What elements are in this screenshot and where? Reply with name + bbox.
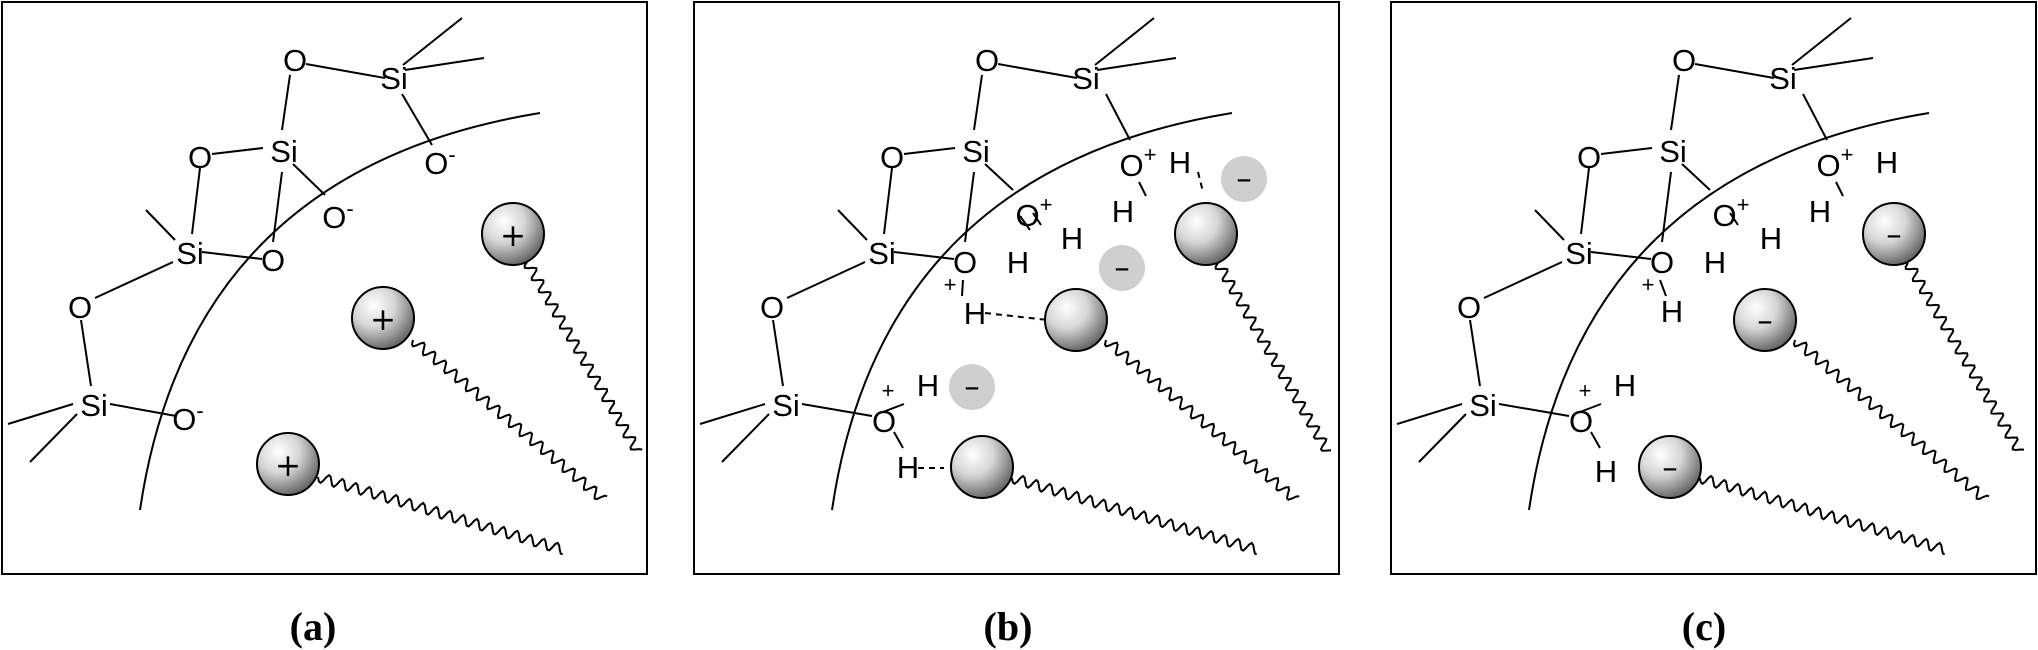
oxonium-oxygen: O <box>953 245 977 280</box>
plus-sign: + <box>370 302 396 338</box>
zwitterionic-head-group <box>950 435 1014 499</box>
panel-c-frame <box>1390 1 2037 575</box>
silicon-atom: Si <box>962 134 990 169</box>
counter-ion <box>1099 245 1145 291</box>
surfactant-tail <box>1103 339 1300 501</box>
oxygen-atom: O <box>1672 43 1696 78</box>
silicon-atom: Si <box>176 236 204 271</box>
plus-charge: + <box>882 378 895 403</box>
silicon-atom: Si <box>80 388 108 423</box>
surface-curve <box>1528 112 1930 511</box>
hydrogen-atom: H <box>1760 221 1782 256</box>
surfactant-tail <box>410 339 608 501</box>
oxonium-oxygen: O <box>1650 245 1674 280</box>
hydrogen-atom: H <box>1614 368 1636 403</box>
surfactant-tail <box>1904 262 2025 452</box>
silicon-atom: Si <box>1469 388 1497 423</box>
anionic-head-group <box>1733 288 1797 352</box>
anionic-head-group <box>1862 202 1926 266</box>
oxygen-atom: O <box>1577 140 1601 175</box>
surfactant-tail <box>317 473 563 556</box>
surfactant-tail <box>1214 262 1332 452</box>
cationic-head-group <box>481 202 545 266</box>
surface-curve <box>139 112 541 511</box>
oxygen-anion: O- <box>172 398 203 437</box>
silicon-atom: Si <box>772 388 800 423</box>
minus-sign: – <box>1114 250 1130 286</box>
oxygen-atom: O <box>1457 290 1481 325</box>
surfactant-tail <box>1699 474 1946 556</box>
oxonium-oxygen: O+ <box>1120 142 1157 183</box>
hydrogen-atom: H <box>1661 294 1683 329</box>
hydrogen-atom: H <box>1061 221 1083 256</box>
panel-label-b: (b) <box>984 604 1033 649</box>
surface-curve <box>831 112 1233 511</box>
anionic-head-group <box>1638 435 1702 499</box>
minus-sign: – <box>1886 217 1902 253</box>
oxygen-atom: O <box>975 43 999 78</box>
plus-charge: + <box>944 272 957 297</box>
plus-sign: + <box>275 448 301 484</box>
plus-sign: + <box>500 218 526 254</box>
panel-a: O Si O Si O- Si O- O O Si O- + + + <box>1 1 648 575</box>
oxonium-oxygen: O+ <box>1016 192 1053 233</box>
hydrogen-atom: H <box>1809 194 1831 229</box>
zwitterionic-head-group <box>1174 202 1238 266</box>
silicon-atom: Si <box>1072 61 1100 96</box>
oxonium-oxygen: O+ <box>1817 142 1854 183</box>
oxygen-atom: O <box>68 290 92 325</box>
surfactant-tail <box>1011 474 1258 556</box>
panel-b-frame <box>693 1 1340 575</box>
panel-c: O Si O Si O+ H H O+ H H Si O + H O Si O … <box>1390 1 2037 575</box>
hydrogen-atom: H <box>1007 245 1029 280</box>
silica-bonds <box>7 17 485 463</box>
silicon-atom: Si <box>1769 61 1797 96</box>
silicon-atom: Si <box>270 134 298 169</box>
hydrogen-atom: H <box>1876 145 1898 180</box>
minus-sign: – <box>1236 161 1252 197</box>
oxonium-oxygen: O <box>872 404 896 439</box>
oxygen-atom: O <box>880 140 904 175</box>
oxygen-anion: O- <box>424 142 455 181</box>
silica-bonds <box>1396 17 1874 463</box>
panel-a-frame <box>1 1 648 575</box>
counter-ion <box>1221 156 1267 202</box>
oxygen-atom: O <box>760 290 784 325</box>
silica-bonds <box>699 17 1177 463</box>
panel-b: O Si O Si O+ H H O+ H H Si O + O H Si O … <box>693 1 1340 575</box>
hydrogen-atom: H <box>1704 245 1726 280</box>
plus-charge: + <box>1579 378 1592 403</box>
silicon-atom: Si <box>1565 236 1593 271</box>
hydrogen-bonds <box>918 171 1204 469</box>
oxygen-anion: O- <box>322 196 353 235</box>
silicon-atom: Si <box>380 61 408 96</box>
zwitterionic-head-group <box>1044 288 1108 352</box>
hydrogen-atom: H <box>897 450 919 485</box>
hydrogen-atom: H <box>1595 454 1617 489</box>
oxygen-atom: O <box>261 243 285 278</box>
oxygen-atom: O <box>283 43 307 78</box>
silicon-atom: Si <box>1659 134 1687 169</box>
hydrogen-atom: H <box>1112 194 1134 229</box>
surfactant-tail <box>1792 339 1990 501</box>
hydrogen-atom: H <box>917 368 939 403</box>
minus-sign: – <box>964 369 980 405</box>
cationic-head-group <box>351 286 415 350</box>
hydrogen-atom: H <box>1169 145 1191 180</box>
minus-sign: – <box>1662 450 1678 486</box>
hydrogen-atom: H <box>964 296 986 331</box>
panel-label-c: (c) <box>1682 604 1726 649</box>
surfactant-tail <box>523 261 643 451</box>
plus-charge: + <box>1642 272 1655 297</box>
counter-ion <box>949 364 995 410</box>
oxygen-atom: O <box>188 140 212 175</box>
minus-sign: – <box>1757 303 1773 339</box>
panel-label-a: (a) <box>290 604 337 649</box>
silicon-atom: Si <box>868 236 896 271</box>
oxonium-oxygen: O+ <box>1713 192 1750 233</box>
cationic-head-group <box>256 432 320 496</box>
oxonium-oxygen: O <box>1569 404 1593 439</box>
